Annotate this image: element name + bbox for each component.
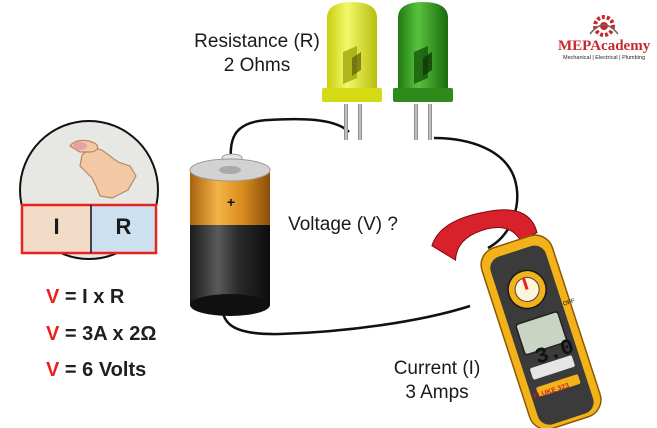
ohms-law-letter-i: I [53,214,60,239]
logo-tagline: Mechanical | Electrical | Plumbing [562,55,646,61]
green-led [393,2,453,140]
ohms-law-circle [19,120,159,260]
equation-rest: = I x R [59,286,125,308]
equation-rest: = 3A x 2Ω [59,323,157,345]
gear-icon [589,15,619,37]
current-title: Current (I) [393,358,481,379]
equation-line-1: V = I x R [46,286,124,309]
resistance-title: Resistance (R) [194,31,320,52]
battery-plus-sign: + [226,194,236,210]
resistance-value: 2 Ohms [223,55,291,76]
equation-line-3: V = 6 Volts [46,359,146,382]
equation-var: V [46,323,60,345]
mep-academy-logo: MEPAcademy Mechanical | Electrical | Plu… [558,10,650,61]
equation-var: V [46,286,60,308]
voltage-label: Voltage (V) ? [288,214,398,235]
logo-name: MEPAcademy [558,38,651,54]
wire-battery-to-meter [220,304,471,336]
clamp-meter [431,209,602,428]
equation-rest: = 6 Volts [59,359,147,381]
ohms-law-letter-r: R [115,214,132,239]
battery [189,153,271,316]
equation-line-2: V = 3A x 2Ω [46,323,156,346]
current-value: 3 Amps [405,382,469,403]
equation-var: V [46,359,60,381]
wire-led-to-meter [433,136,519,250]
wire-battery-to-led [229,117,350,171]
resistance-label: Resistance (R) 2 Ohms [182,30,332,78]
current-label: Current (I) 3 Amps [372,357,502,405]
yellow-led [322,2,382,140]
